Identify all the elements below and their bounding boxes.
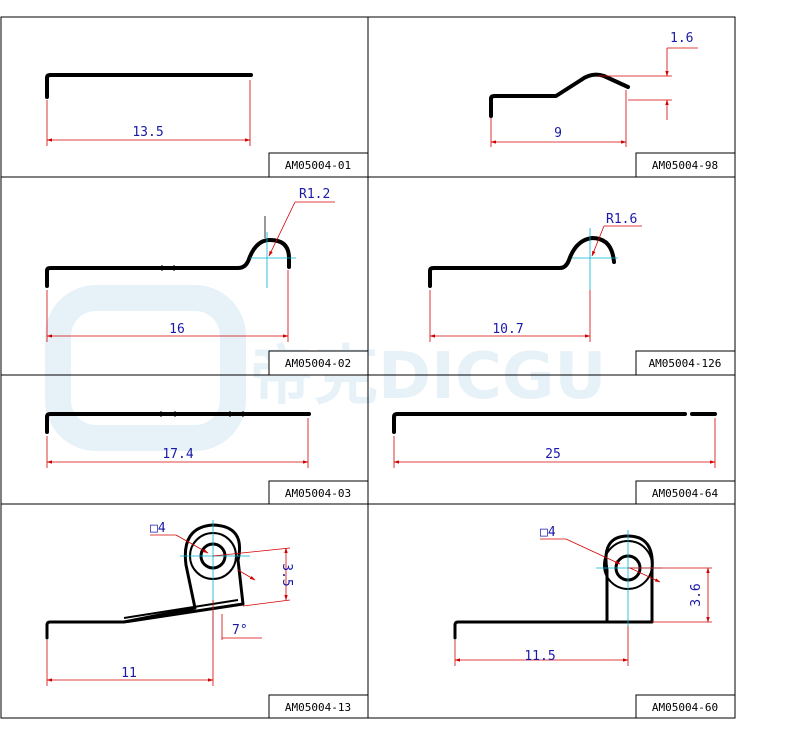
dimension-width (490, 47, 698, 147)
part-profile (45, 73, 253, 99)
part-profile (453, 534, 654, 640)
panel-am05004-64: 25 AM05004-64 (392, 412, 736, 505)
part-profile (45, 523, 245, 640)
part-profile (392, 412, 687, 434)
dimension-width (46, 418, 309, 468)
part-code: AM05004-126 (649, 357, 722, 370)
dimension-label: 16 (169, 322, 185, 337)
dimension-label: 11.5 (524, 649, 555, 664)
watermark: 帝克DICGU (45, 285, 606, 451)
panel-am05004-01: 13.5 AM05004-01 (45, 73, 369, 178)
part-code: AM05004-13 (285, 701, 351, 714)
dimension-width (454, 538, 712, 666)
dimension-label: □4 (540, 525, 556, 540)
dimension-width (46, 534, 291, 686)
tick-marks (160, 411, 244, 417)
dimension-label: 9 (554, 126, 562, 141)
dimension-label: □4 (150, 521, 166, 536)
part-code: AM05004-01 (285, 159, 351, 172)
panel-am05004-98: 9 1.6 AM05004-98 (489, 31, 736, 178)
part-profile (489, 72, 630, 118)
dimension-label: 1.6 (670, 31, 693, 46)
part-profile (428, 236, 616, 288)
part-profile (45, 238, 291, 288)
part-code: AM05004-02 (285, 357, 351, 370)
part-code: AM05004-98 (652, 159, 718, 172)
dimension-label: 7° (232, 623, 248, 638)
dimension-label: R1.2 (299, 187, 330, 202)
dimension-width (393, 418, 716, 468)
dimension-label: 11 (121, 666, 137, 681)
panel-am05004-13: 11 3.5 7° □4 AM05004-13 (45, 520, 369, 719)
part-profile (45, 412, 311, 434)
dimension-label: 3.6 (689, 583, 704, 606)
part-code: AM05004-03 (285, 487, 351, 500)
panel-am05004-02: 16 R1.2 AM05004-02 (45, 187, 369, 376)
part-code: AM05004-64 (652, 487, 719, 500)
dimension-label: 3.5 (279, 563, 294, 586)
dimension-label: 25 (545, 447, 561, 462)
panel-am05004-03: 17.4 AM05004-03 (45, 411, 369, 505)
dimension-label: 10.7 (492, 322, 523, 337)
dimension-width (429, 225, 642, 342)
tick-marks (161, 265, 175, 271)
dimension-label: 13.5 (132, 125, 163, 140)
center-lines (250, 232, 296, 288)
panel-am05004-126: 10.7 R1.6 AM05004-126 (428, 212, 736, 376)
center-lines (572, 228, 618, 290)
dimension-width (46, 80, 251, 146)
part-code: AM05004-60 (652, 701, 718, 714)
panel-am05004-60: 11.5 3.6 □4 AM05004-60 (453, 525, 736, 719)
dimension-label: 17.4 (162, 447, 193, 462)
dimension-label: R1.6 (606, 212, 637, 227)
dimension-width (46, 201, 335, 342)
